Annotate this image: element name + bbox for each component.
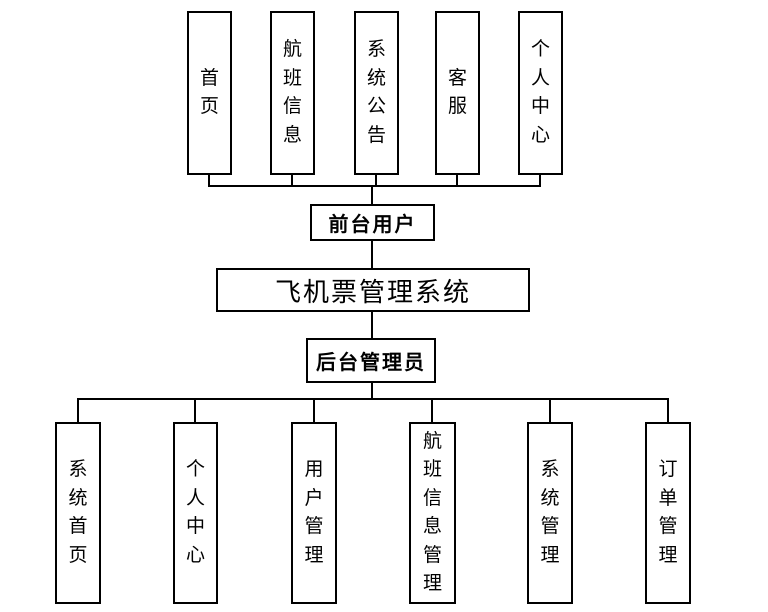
node-admin-personal-center: 个人中心 [173,422,218,604]
node-front-flight-info-label: 航班信息 [282,39,302,146]
node-front-system-announcement-label: 系统公告 [366,39,386,146]
node-front-user-role-label: 前台用户 [328,214,417,236]
connector-admin-stub-3 [313,398,315,422]
node-admin-home: 系统首页 [55,422,101,604]
connector-admin-stub-1 [77,398,79,422]
node-admin-personal-center-label: 个人中心 [185,459,205,566]
node-system-title: 飞机票管理系统 [216,268,530,312]
connector-front-stub-5 [539,175,541,187]
connector-front-stub-4 [456,175,458,187]
connector-role-to-title [371,241,373,268]
node-front-home-label: 首页 [199,67,219,118]
connector-front-hline [208,185,541,187]
connector-admin-stub-2 [194,398,196,422]
node-admin-system-management-label: 系统管理 [540,459,560,566]
connector-front-drop [371,185,373,204]
connector-admin-stub-6 [667,398,669,422]
connector-front-stub-2 [291,175,293,187]
node-admin-user-management: 用户管理 [291,422,337,604]
node-admin-role: 后台管理员 [306,338,436,383]
connector-front-stub-3 [375,175,377,187]
connector-admin-drop [371,383,373,400]
node-front-user-role: 前台用户 [310,204,435,241]
node-admin-system-management: 系统管理 [527,422,573,604]
node-front-customer-service-label: 客服 [447,67,467,118]
node-system-title-label: 飞机票管理系统 [274,277,471,307]
connector-admin-stub-4 [431,398,433,422]
node-admin-user-management-label: 用户管理 [304,459,324,566]
connector-admin-stub-5 [549,398,551,422]
node-admin-role-label: 后台管理员 [316,352,426,374]
node-admin-order-management: 订单管理 [645,422,691,604]
connector-title-to-admin [371,312,373,338]
node-admin-order-management-label: 订单管理 [658,459,678,566]
node-admin-flight-info-management: 航班信息管理 [409,422,456,604]
node-admin-home-label: 系统首页 [68,459,88,566]
connector-admin-hline [77,398,669,400]
node-front-customer-service: 客服 [435,11,480,175]
node-front-system-announcement: 系统公告 [354,11,399,175]
node-front-flight-info: 航班信息 [270,11,315,175]
node-admin-flight-info-management-label: 航班信息管理 [422,430,442,595]
connector-front-stub-1 [208,175,210,187]
node-front-personal-center-label: 个人中心 [530,39,550,146]
node-front-personal-center: 个人中心 [518,11,563,175]
node-front-home: 首页 [187,11,232,175]
